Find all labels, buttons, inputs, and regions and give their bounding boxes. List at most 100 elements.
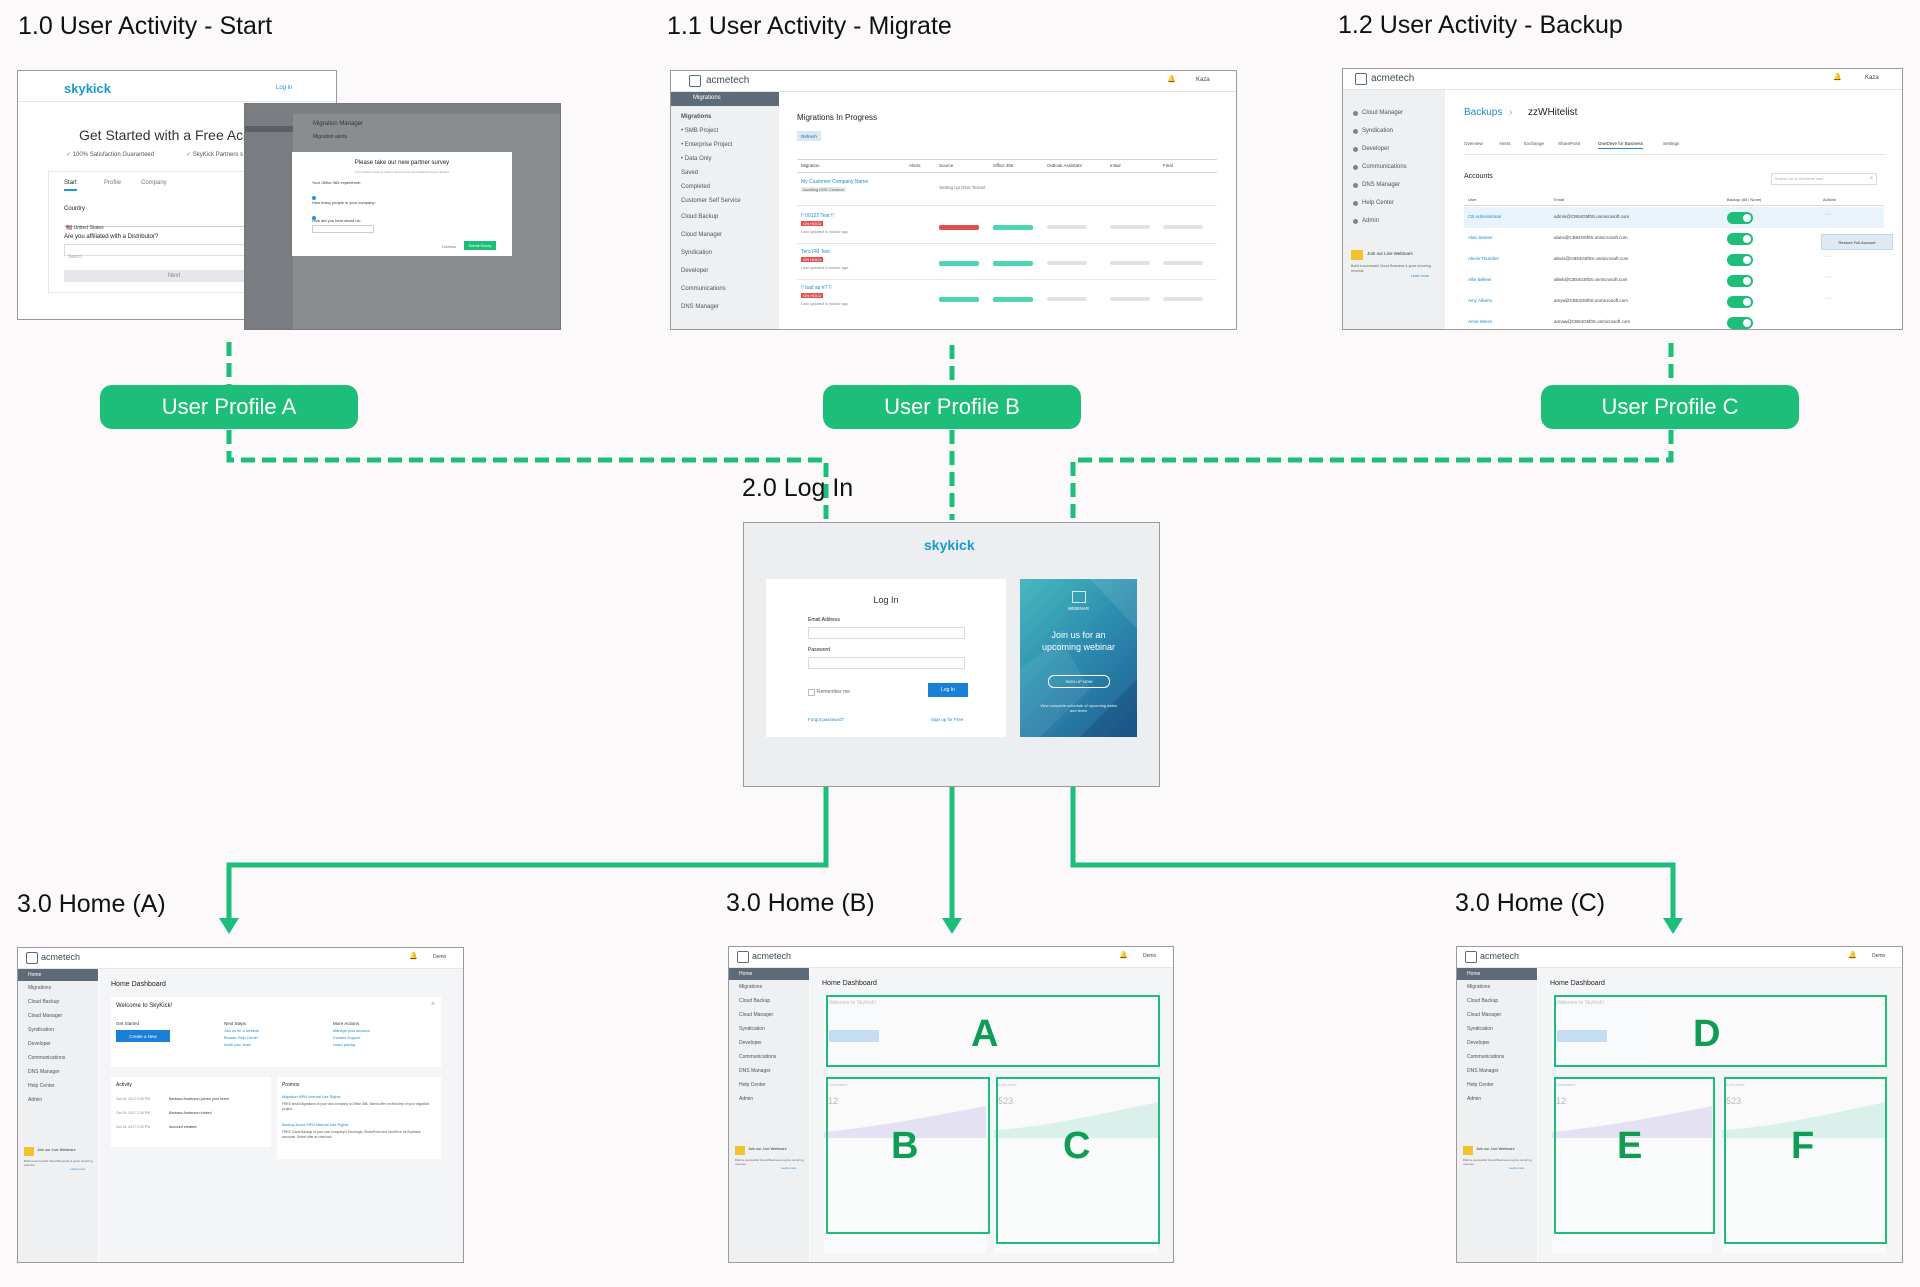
restore-full-account-menu[interactable]: Restore Full Account xyxy=(1821,234,1893,250)
bell-icon[interactable]: 🔔 xyxy=(1119,952,1128,959)
sidebar-item-cloud-manager[interactable]: Cloud Manager xyxy=(1467,1012,1502,1018)
sidebar-item-cloud-backup[interactable]: Cloud Backup xyxy=(28,999,60,1005)
sidebar-item-communications[interactable]: Communications xyxy=(739,1054,777,1060)
signup-now-button[interactable]: SIGN UP NOW xyxy=(1048,675,1110,688)
more-actions-icon[interactable]: ··· xyxy=(1825,295,1832,302)
create-new-button[interactable] xyxy=(829,1030,879,1042)
table-row[interactable]: Tero FM Test ON HOLD Last updated a minu… xyxy=(797,247,1217,280)
sidebar-item-help-center[interactable]: Help Center xyxy=(1467,1082,1494,1088)
tab-exchange[interactable]: Exchange xyxy=(1524,141,1545,146)
backup-toggle[interactable] xyxy=(1727,212,1753,224)
survey-q3-select[interactable] xyxy=(312,225,374,233)
password-field[interactable] xyxy=(808,657,965,669)
sidebar-item-home[interactable]: Home xyxy=(739,971,753,977)
sidebar-item-communications[interactable]: Communications xyxy=(1467,1054,1505,1060)
sidebar-item-syndication[interactable]: Syndication xyxy=(681,250,713,256)
backup-toggle[interactable] xyxy=(1727,296,1753,308)
webinar-promo[interactable]: Join our Live Webinars Build a successfu… xyxy=(735,1146,805,1174)
user-name[interactable]: CB Administrator xyxy=(1468,214,1502,219)
backup-toggle[interactable] xyxy=(1727,254,1753,266)
email-field[interactable] xyxy=(808,627,965,639)
more-actions-icon[interactable]: ··· xyxy=(1825,253,1832,260)
sidebar-item-developer[interactable]: Developer xyxy=(28,1041,51,1047)
tab-settings[interactable]: Settings xyxy=(1663,141,1680,146)
sidebar-item-completed[interactable]: Completed xyxy=(681,184,711,190)
user-menu[interactable]: Demo xyxy=(1143,953,1157,959)
sidebar-item-syndication[interactable]: Syndication xyxy=(1467,1026,1493,1032)
sidebar-item-saved[interactable]: Saved xyxy=(681,170,699,176)
sidebar-item-syndication[interactable]: Syndication xyxy=(739,1026,765,1032)
sidebar-item-developer[interactable]: Developer xyxy=(1343,140,1445,158)
tab-sharepoint[interactable]: SharePoint xyxy=(1558,141,1581,146)
sidebar-item-smb-project[interactable]: • SMB Project xyxy=(681,128,719,134)
tab-start[interactable]: Start xyxy=(64,180,77,191)
sidebar-item-admin[interactable]: Admin xyxy=(739,1096,754,1102)
sidebar-item-cloud-backup[interactable]: Cloud Backup xyxy=(681,214,719,220)
sidebar-item-help-center[interactable]: Help Center xyxy=(1343,194,1445,212)
sidebar-item-home[interactable]: Home xyxy=(1467,971,1481,977)
sidebar-item-migrations[interactable]: Migrations xyxy=(681,114,712,120)
table-row[interactable]: !! 00122 Test !! ON HOLD Last updated a … xyxy=(797,211,1217,244)
tab-alerts[interactable]: Alerts xyxy=(1499,141,1511,146)
create-new-button[interactable]: Create a New xyxy=(116,1030,170,1042)
forgot-password-link[interactable]: Forgot password? xyxy=(808,717,845,722)
sidebar-item-communications[interactable]: Communications xyxy=(681,286,726,292)
bell-icon[interactable]: 🔔 xyxy=(1833,74,1842,81)
table-row[interactable]: Allie Bellew allieb@CB54G5f0S.onmicrosof… xyxy=(1464,270,1884,291)
sidebar-item-cloud-manager[interactable]: Cloud Manager xyxy=(1343,104,1445,122)
sidebar-item-syndication[interactable]: Syndication xyxy=(1343,122,1445,140)
sidebar-item-home[interactable]: Home xyxy=(28,972,42,978)
remember-me-checkbox[interactable] xyxy=(808,689,815,696)
sidebar-item-data-only[interactable]: • Data Only xyxy=(681,156,712,162)
webinar-promo-panel[interactable]: WEBINAR Join us for an upcoming webinar … xyxy=(1020,579,1137,737)
login-button[interactable]: Log In xyxy=(928,683,968,697)
sidebar-item-migrations[interactable]: Migrations xyxy=(28,985,52,991)
onedrive-search-input[interactable]: Search for a OneDrive user ⌕ xyxy=(1771,173,1877,185)
user-name[interactable]: Anna Weiss xyxy=(1468,319,1492,324)
tab-company[interactable]: Company xyxy=(141,180,167,186)
table-row[interactable]: My Customer Company Name Awaiting DNS Cr… xyxy=(797,175,1217,206)
next-link[interactable]: Join us for a webinar xyxy=(224,1029,260,1033)
country-select[interactable]: 🇺🇸 United States xyxy=(64,216,284,231)
user-menu[interactable]: Demo xyxy=(433,954,447,960)
user-name[interactable]: Amy Alberts xyxy=(1468,298,1493,303)
sidebar-item-enterprise-project[interactable]: • Enterprise Project xyxy=(681,142,733,148)
sidebar-item-communications[interactable]: Communications xyxy=(1343,158,1445,176)
sidebar-item-dns-manager[interactable]: DNS Manager xyxy=(681,304,720,310)
breadcrumb-backups[interactable]: Backups xyxy=(1464,107,1503,118)
webinar-link[interactable]: Learn more xyxy=(1411,274,1429,278)
user-name[interactable]: Allie Bellew xyxy=(1468,277,1492,282)
sidebar-item-communications[interactable]: Communications xyxy=(28,1055,66,1061)
next-button[interactable]: Next xyxy=(64,270,284,282)
webinar-link[interactable]: Learn more xyxy=(1509,1166,1525,1170)
submit-survey-button[interactable]: Submit Survey xyxy=(464,241,496,250)
sidebar-item-cloud-manager[interactable]: Cloud Manager xyxy=(739,1012,774,1018)
sidebar-item-dns-manager[interactable]: DNS Manager xyxy=(739,1068,771,1074)
login-link[interactable]: Log in xyxy=(276,85,293,91)
user-menu[interactable]: Kaza xyxy=(1196,77,1210,83)
sidebar-item-dns-manager[interactable]: DNS Manager xyxy=(28,1069,60,1075)
sidebar-item-help-center[interactable]: Help Center xyxy=(28,1083,55,1089)
sidebar-item-migrations[interactable]: Migrations xyxy=(1467,984,1491,990)
table-row[interactable]: CB Administrator admin@CB54G5f0S.onmicro… xyxy=(1464,207,1884,228)
webinar-promo[interactable]: Join our Live Webinars Build a successfu… xyxy=(24,1147,94,1175)
more-link[interactable]: Learn pricing xyxy=(333,1043,355,1047)
webinar-link[interactable]: Learn more xyxy=(781,1166,797,1170)
refresh-button[interactable]: Refresh xyxy=(797,131,821,141)
close-icon[interactable]: × xyxy=(430,1001,435,1008)
sidebar-item-cloud-backup[interactable]: Cloud Backup xyxy=(739,998,771,1004)
create-new-button[interactable] xyxy=(1557,1030,1607,1042)
sidebar-item-syndication[interactable]: Syndication xyxy=(28,1027,54,1033)
sidebar-item-cloud-manager[interactable]: Cloud Manager xyxy=(28,1013,63,1019)
sidebar-item-developer[interactable]: Developer xyxy=(681,268,709,274)
more-link[interactable]: Manage your account xyxy=(333,1029,370,1033)
table-row[interactable]: Anna Weiss annaw@CB54G5f0S.onmicrosoft.c… xyxy=(1464,312,1884,329)
backup-toggle[interactable] xyxy=(1727,233,1753,245)
sidebar-item-cloud-backup[interactable]: Cloud Backup xyxy=(1467,998,1499,1004)
tab-onedrive[interactable]: OneDrive for Business xyxy=(1598,141,1644,149)
webinar-promo[interactable]: Join our Live Webinars Build a successfu… xyxy=(1351,250,1439,286)
sidebar-item-developer[interactable]: Developer xyxy=(739,1040,762,1046)
tab-overview[interactable]: Overview xyxy=(1464,141,1483,146)
sidebar-item-help-center[interactable]: Help Center xyxy=(739,1082,766,1088)
sidebar-item-migrations[interactable]: Migrations xyxy=(739,984,763,990)
